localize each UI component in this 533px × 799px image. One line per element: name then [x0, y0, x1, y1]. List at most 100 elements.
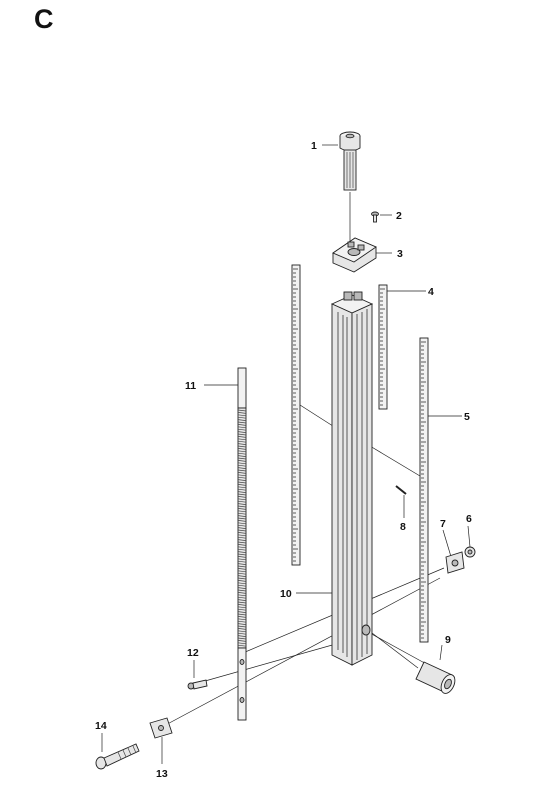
rack-tooth: [237, 611, 247, 613]
rack-tooth: [237, 630, 247, 633]
rack-tooth: [237, 558, 247, 561]
rack-tooth: [237, 616, 247, 618]
rack-tooth: [237, 474, 247, 477]
rack-tooth: [237, 438, 247, 441]
rack-tooth: [237, 496, 247, 498]
rack-tooth: [237, 472, 247, 474]
rack-tooth: [237, 462, 247, 465]
rack-tooth: [237, 582, 247, 585]
part-14-bolt: [95, 743, 140, 770]
rack-tooth: [237, 613, 247, 616]
rack-tooth: [237, 536, 247, 539]
rack-tooth: [237, 467, 247, 469]
part-5-long-scale: [419, 337, 429, 643]
rack-tooth: [237, 539, 247, 541]
callout-7: 7: [440, 518, 446, 530]
rack-tooth: [237, 522, 247, 525]
part-9-knob: [371, 632, 456, 694]
rack-tooth: [237, 563, 247, 565]
rack-tooth: [237, 618, 247, 621]
rack-tooth: [237, 599, 247, 601]
part-8-pin: [395, 485, 407, 495]
rack-tooth: [237, 625, 247, 628]
rack-tooth: [237, 460, 247, 462]
rack-tooth: [237, 484, 247, 486]
rack-tooth: [237, 469, 247, 472]
rack-tooth: [237, 448, 247, 450]
rack-tooth: [237, 412, 247, 414]
callout-6: 6: [466, 513, 472, 525]
rack-tooth: [237, 508, 247, 510]
callout-14: 14: [95, 720, 107, 732]
rack-tooth: [237, 517, 247, 520]
rack-tooth: [237, 570, 247, 573]
rack-tooth: [237, 424, 247, 426]
rack-tooth: [237, 628, 247, 630]
rack-tooth: [237, 637, 247, 640]
rack-tooth: [237, 409, 247, 412]
part-3-top-cap: [332, 237, 377, 273]
rack-tooth: [237, 476, 247, 479]
rack-tooth: [237, 426, 247, 429]
rack-tooth: [237, 548, 247, 551]
rack-tooth: [237, 640, 247, 642]
part-12-screw: [187, 679, 208, 690]
callout-11: 11: [185, 380, 196, 392]
rack-tooth: [237, 560, 247, 563]
rack-tooth: [237, 421, 247, 424]
callout-8: 8: [400, 521, 406, 533]
rack-tooth: [237, 455, 247, 457]
rack-tooth: [237, 450, 247, 453]
part-11-rack: [237, 367, 247, 721]
rack-tooth: [237, 510, 247, 513]
rack-tooth: [237, 572, 247, 575]
rack-tooth: [237, 620, 247, 623]
part-4-short-scale: [378, 284, 388, 410]
rack-tooth: [237, 527, 247, 529]
rack-tooth: [237, 416, 247, 419]
rack-tooth: [237, 503, 247, 505]
rack-tooth: [237, 452, 247, 455]
callout-labels: 1 2 3 4 5 6 7 8 9 10 11 12 13 14: [95, 140, 472, 780]
rack-tooth: [237, 606, 247, 609]
rack-tooth: [237, 642, 247, 645]
rack-tooth: [237, 419, 247, 421]
rack-tooth: [237, 500, 247, 503]
rack-tooth: [237, 644, 247, 647]
part-2-screw: [371, 211, 379, 223]
rack-tooth: [237, 431, 247, 433]
callout-12: 12: [187, 647, 199, 659]
leader-lines: [101, 144, 471, 764]
rack-tooth: [237, 592, 247, 594]
rack-tooth: [237, 532, 247, 534]
rack-tooth: [237, 433, 247, 436]
part-10-column: [330, 291, 374, 666]
rack-tooth: [237, 464, 247, 467]
rack-tooth: [237, 481, 247, 484]
rack-tooth: [237, 584, 247, 587]
rack-tooth: [237, 632, 247, 635]
rack-tooth: [237, 551, 247, 553]
callout-9: 9: [445, 634, 451, 646]
rack-tooth: [237, 546, 247, 549]
rack-tooth: [237, 580, 247, 582]
rack-tooth: [237, 488, 247, 491]
rack-tooth: [237, 515, 247, 517]
callout-4: 4: [428, 286, 434, 298]
part-1-bolt: [339, 131, 361, 191]
rack-tooth: [237, 587, 247, 589]
rack-tooth: [237, 608, 247, 611]
rack-tooth: [237, 479, 247, 481]
rack-tooth: [237, 493, 247, 496]
rack-tooth: [237, 565, 247, 568]
left-long-scale: [291, 264, 301, 566]
callout-5: 5: [464, 411, 470, 423]
rack-tooth: [237, 498, 247, 501]
callout-10: 10: [280, 588, 292, 600]
rack-tooth: [237, 445, 247, 448]
rack-tooth: [237, 589, 247, 592]
rack-tooth: [237, 414, 247, 417]
rack-tooth: [237, 594, 247, 597]
part-6-nut: [464, 546, 476, 558]
